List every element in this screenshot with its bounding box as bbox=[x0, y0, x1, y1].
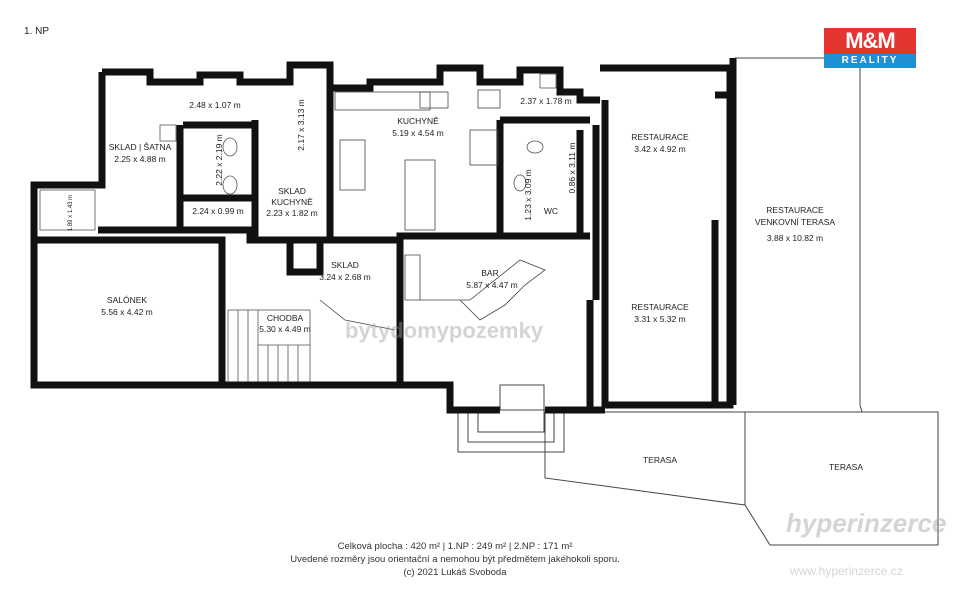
room-name-sklad-satna: SKLAD | ŠATNA bbox=[109, 142, 172, 152]
room-name-sklad-kuchyne-1: SKLAD bbox=[278, 186, 306, 196]
room-name-wc: WC bbox=[544, 206, 558, 216]
room-name-terasa-venkovni-2: VENKOVNÍ TERASA bbox=[755, 217, 835, 227]
room-dim-salonek: 5.56 x 4.42 m bbox=[101, 307, 153, 317]
room-name-salonek: SALÓNEK bbox=[107, 295, 147, 305]
room-dim-wc-d: 0.86 x 3.11 m bbox=[567, 143, 577, 194]
room-dim-sklad: 3.24 x 2.68 m bbox=[319, 272, 371, 282]
room-dim-wc-b: 2.24 x 0.99 m bbox=[192, 206, 244, 216]
room-dim-small-left: 1.89 x 1.43 m bbox=[68, 195, 74, 231]
room-name-sklad-kuchyne-2: KUCHYNĚ bbox=[271, 197, 313, 207]
room-name-terasa-1: TERASA bbox=[643, 455, 677, 465]
room-name-terasa-2: TERASA bbox=[829, 462, 863, 472]
walls bbox=[30, 58, 737, 414]
entrance-steps bbox=[457, 384, 565, 453]
room-dim-terasa-venkovni: 3.88 x 10.82 m bbox=[767, 233, 823, 243]
room-dim-corr-vertical: 2.17 x 3.13 m bbox=[296, 99, 306, 151]
room-name-restaurace-1: RESTAURACE bbox=[631, 132, 689, 142]
kitchen-fixtures bbox=[334, 89, 501, 231]
room-dim-wc-a: 2.22 x 2.19 m bbox=[214, 134, 224, 186]
staircase bbox=[227, 309, 311, 383]
room-name-chodba: CHODBA bbox=[267, 313, 304, 323]
room-name-kuchyne: KUCHYNĚ bbox=[397, 116, 439, 126]
logo-top-text: M&M bbox=[824, 28, 916, 54]
room-name-bar: BAR bbox=[481, 268, 498, 278]
watermark-brand: hyperinzerce bbox=[786, 508, 947, 538]
room-dim-chodba: 5.30 x 4.49 m bbox=[259, 324, 311, 334]
room-dim-hall-top: 2.48 x 1.07 m bbox=[189, 100, 241, 110]
room-dim-sklad-satna: 2.25 x 4.88 m bbox=[114, 154, 166, 164]
brand-logo: M&M REALITY bbox=[824, 28, 916, 70]
watermark-url: www.hyperinzerce.cz bbox=[790, 564, 903, 578]
footer-line-3: (c) 2021 Lukáš Svoboda bbox=[403, 567, 507, 578]
footer-line-1: Celková plocha : 420 m² | 1.NP : 249 m² … bbox=[337, 541, 573, 552]
room-dim-top-right-small: 2.37 x 1.78 m bbox=[520, 96, 572, 106]
bar-counter bbox=[319, 254, 546, 331]
room-dim-restaurace-2: 3.31 x 5.32 m bbox=[634, 314, 686, 324]
footer-line-2: Uvedené rozměry jsou orientační a nemoho… bbox=[290, 554, 620, 565]
logo-bottom-text: REALITY bbox=[824, 54, 916, 68]
room-dim-wc-c: 1.23 x 3.09 m bbox=[523, 169, 533, 221]
room-labels: 1. NP SKLAD | ŠATNA 2.25 x 4.88 m 2.48 x… bbox=[24, 26, 863, 472]
watermark-center: bytydomypozemky bbox=[345, 318, 544, 343]
room-dim-bar: 5.87 x 4.47 m bbox=[466, 280, 518, 290]
bathroom-fixtures bbox=[39, 73, 557, 231]
room-name-restaurace-2: RESTAURACE bbox=[631, 302, 689, 312]
room-dim-sklad-kuchyne: 2.23 x 1.82 m bbox=[266, 208, 318, 218]
room-dim-kuchyne: 5.19 x 4.54 m bbox=[392, 128, 444, 138]
room-name-terasa-venkovni-1: RESTAURACE bbox=[766, 205, 824, 215]
floor-label: 1. NP bbox=[24, 26, 49, 37]
room-name-sklad: SKLAD bbox=[331, 260, 359, 270]
room-dim-restaurace-1: 3.42 x 4.92 m bbox=[634, 144, 686, 154]
